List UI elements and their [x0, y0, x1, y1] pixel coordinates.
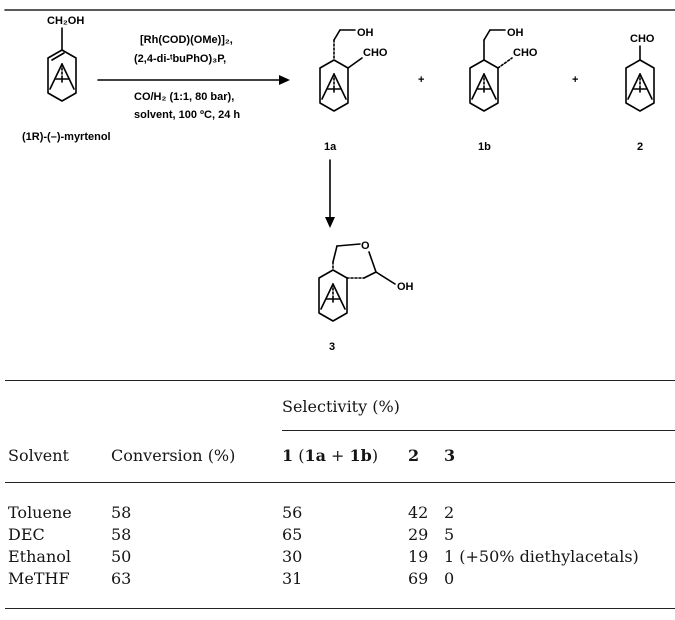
row-sel2: 69	[408, 569, 429, 588]
reactant-group-label: CH₂OH	[47, 15, 84, 27]
plus-sign-1: +	[418, 74, 424, 86]
row-sel3: 0	[444, 569, 455, 588]
label-3: 3	[329, 341, 335, 353]
row-conversion: 58	[111, 503, 132, 522]
condition-line-3: CO/H₂ (1:1, 80 bar),	[134, 91, 234, 103]
header-sel1-open: (	[293, 446, 305, 465]
reaction-arrowhead	[279, 75, 290, 85]
cho-label-1a: CHO	[363, 47, 388, 59]
row-sel3: 5	[444, 525, 455, 544]
reactant-label: (1R)-(–)-myrtenol	[22, 131, 111, 143]
myrtenol-structure: CH₂OH (1R)-(–)-myrtenol	[22, 15, 111, 143]
header-solvent: Solvent	[8, 446, 69, 465]
reaction-conditions: [Rh(COD)(OMe)]₂, (2,4-di-ᵗbuPhO)₃P, CO/H…	[97, 34, 290, 121]
table-bottom-rule	[5, 608, 675, 609]
header-selectivity-1: 1 (1a + 1b)	[282, 446, 378, 465]
row-sel2: 19	[408, 547, 429, 566]
row-sel3: 2	[444, 503, 455, 522]
cho-label-1b: CHO	[513, 47, 538, 59]
row-solvent: Ethanol	[8, 547, 72, 566]
down-arrowhead	[325, 217, 335, 228]
row-sel3: 1 (+50% diethylacetals)	[444, 547, 639, 566]
row-sel2: 29	[408, 525, 429, 544]
label-1a: 1a	[324, 141, 337, 153]
oh-label-1b: OH	[507, 27, 524, 39]
oh-label-1a: OH	[357, 27, 374, 39]
plus-sign-2: +	[572, 74, 578, 86]
selectivity-group-rule	[282, 430, 675, 431]
row-conversion: 63	[111, 569, 132, 588]
label-1b: 1b	[478, 141, 491, 153]
oh-label-3: OH	[397, 281, 414, 293]
product-2-structure: CHO 2	[625, 33, 655, 153]
condition-line-1: [Rh(COD)(OMe)]₂,	[140, 34, 233, 46]
header-selectivity-3: 3	[444, 446, 456, 465]
table-top-rule	[5, 380, 675, 381]
cho-label-2: CHO	[630, 33, 655, 45]
row-sel2: 42	[408, 503, 429, 522]
product-1b-structure: OH CHO 1b	[469, 27, 538, 153]
selectivity-group-header: Selectivity (%)	[282, 397, 400, 416]
header-conversion: Conversion (%)	[111, 446, 236, 465]
row-sel1: 65	[282, 525, 303, 544]
header-bottom-rule	[5, 482, 675, 483]
header-sel1-plus: +	[325, 446, 350, 465]
label-2: 2	[637, 141, 643, 153]
header-selectivity-2: 2	[408, 446, 420, 465]
condition-line-4: solvent, 100 ºC, 24 h	[134, 109, 240, 121]
header-sel1-a: 1a	[304, 446, 326, 465]
row-sel1: 56	[282, 503, 303, 522]
row-sel1: 30	[282, 547, 303, 566]
header-sel1-b: 1b	[349, 446, 372, 465]
row-solvent: Toluene	[8, 503, 72, 522]
reaction-scheme: CH₂OH (1R)-(–)-myrtenol [Rh(COD)(OMe)]₂,…	[4, 9, 675, 353]
condition-line-2: (2,4-di-ᵗbuPhO)₃P,	[134, 53, 226, 65]
row-conversion: 58	[111, 525, 132, 544]
o-label-3: O	[361, 240, 370, 252]
row-sel1: 31	[282, 569, 303, 588]
product-1a-structure: OH CHO 1a	[319, 27, 388, 153]
row-conversion: 50	[111, 547, 132, 566]
row-solvent: DEC	[8, 525, 45, 544]
header-sel1-close: )	[371, 446, 379, 465]
header-sel1-num: 1	[282, 446, 294, 465]
row-solvent: MeTHF	[8, 569, 70, 588]
product-3-structure: O OH 3	[318, 240, 414, 353]
